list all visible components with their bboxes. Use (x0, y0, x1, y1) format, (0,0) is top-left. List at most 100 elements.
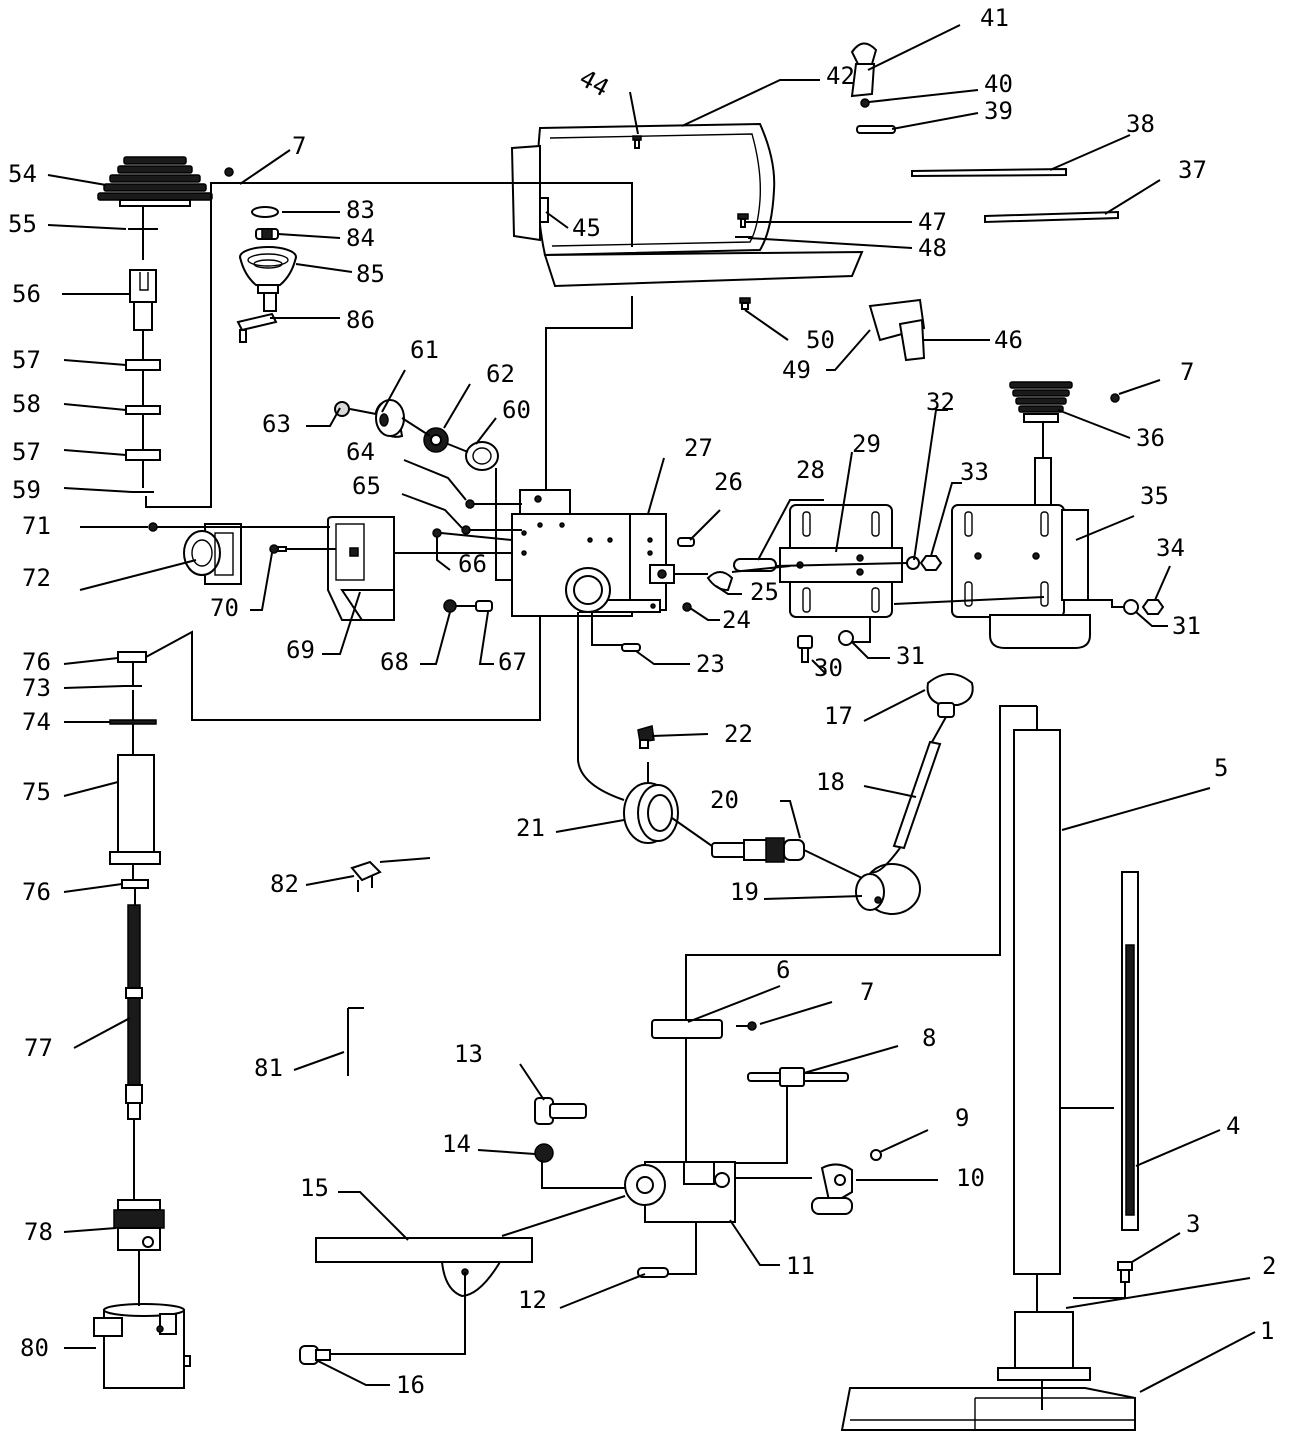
label-p69: 69 (286, 636, 315, 664)
part-table (315, 1237, 533, 1298)
label-p11: 11 (786, 1252, 815, 1280)
label-p68: 68 (380, 648, 409, 676)
part-table-bracket (624, 1161, 736, 1223)
part-ring-83 (251, 206, 279, 218)
label-p19: 19 (730, 878, 759, 906)
part-stop-45 (539, 197, 549, 223)
label-p28: 28 (796, 456, 825, 484)
part-washer-32 (906, 556, 920, 570)
part-motor (951, 457, 1091, 649)
part-chuck-guard (93, 1303, 191, 1389)
part-clip-25 (706, 571, 734, 592)
part-power-plug (350, 857, 431, 892)
label-p56: 56 (12, 280, 41, 308)
label-p44: 44 (575, 64, 614, 102)
label-p20: 20 (710, 786, 739, 814)
label-p27: 27 (684, 434, 713, 462)
part-nut-68 (443, 599, 457, 613)
label-p76a: 76 (22, 648, 51, 676)
part-screw-70 (269, 544, 287, 554)
part-latch-46 (868, 298, 926, 362)
label-p25: 25 (750, 578, 779, 606)
part-crank (811, 1163, 853, 1215)
part-nut-24 (682, 602, 692, 612)
part-set-screw-7a (224, 167, 234, 177)
label-p86: 86 (346, 306, 375, 334)
part-bearing-84 (255, 228, 279, 240)
label-p8: 8 (922, 1024, 936, 1052)
part-washer-74 (109, 719, 157, 725)
part-washer-31b (838, 630, 854, 646)
label-p82: 82 (270, 870, 299, 898)
label-p15: 15 (300, 1174, 329, 1202)
label-p32: 32 (926, 388, 955, 416)
part-rail-37 (984, 210, 1119, 224)
label-p13: 13 (454, 1040, 483, 1068)
label-p7b: 7 (1180, 358, 1194, 386)
label-p74: 74 (22, 708, 51, 736)
label-p62: 62 (486, 360, 515, 388)
label-p66: 66 (458, 550, 487, 578)
label-p18: 18 (816, 768, 845, 796)
label-p70: 70 (210, 594, 239, 622)
label-p77: 77 (24, 1034, 53, 1062)
part-screw-44 (632, 135, 642, 149)
label-p10: 10 (956, 1164, 985, 1192)
label-p61: 61 (410, 336, 439, 364)
part-motor-plate (779, 504, 903, 618)
label-p57a: 57 (12, 346, 41, 374)
label-p48: 48 (918, 234, 947, 262)
part-column-support (997, 1311, 1091, 1381)
part-base (840, 1387, 1136, 1431)
label-p37: 37 (1178, 156, 1207, 184)
label-p26: 26 (714, 468, 743, 496)
part-sleeve-56 (129, 269, 157, 331)
label-p83: 83 (346, 196, 375, 224)
label-p63: 63 (262, 410, 291, 438)
part-screw-64 (465, 499, 475, 509)
part-hex-key (347, 1007, 364, 1076)
label-p9: 9 (955, 1104, 969, 1132)
label-p72: 72 (22, 564, 51, 592)
part-bolt-16 (299, 1345, 331, 1365)
part-collar (651, 1019, 723, 1039)
part-screw-22 (637, 725, 655, 749)
part-screw-3 (1117, 1261, 1133, 1283)
label-p80: 80 (20, 1334, 49, 1362)
label-p59: 59 (12, 476, 41, 504)
part-spring-62 (423, 427, 449, 453)
part-spring-housing-61 (374, 399, 405, 438)
part-bearing-57b (125, 449, 161, 461)
part-shaft-86 (236, 292, 278, 343)
part-spindle (125, 904, 143, 1120)
label-p81: 81 (254, 1054, 283, 1082)
part-switch-72 (183, 523, 242, 585)
label-p2: 2 (1262, 1252, 1276, 1280)
label-p17: 17 (824, 702, 853, 730)
part-spring-housing (623, 782, 679, 844)
part-pinion-shaft (711, 837, 805, 863)
part-pin-23 (621, 643, 641, 652)
part-hub-19 (855, 863, 921, 915)
label-p55: 55 (8, 210, 37, 238)
part-screw-50 (739, 297, 751, 310)
label-p58: 58 (12, 390, 41, 418)
part-screw-71 (148, 522, 158, 532)
label-p78: 78 (24, 1218, 53, 1246)
part-belt-cover (510, 122, 864, 288)
part-screw-65 (461, 525, 471, 535)
label-p65: 65 (352, 472, 381, 500)
label-p23: 23 (696, 650, 725, 678)
label-p29: 29 (852, 430, 881, 458)
label-p45: 45 (572, 214, 601, 242)
part-gear-14 (534, 1143, 554, 1163)
part-bolt-30 (797, 635, 813, 663)
label-p54: 54 (8, 160, 37, 188)
label-p64: 64 (346, 438, 375, 466)
part-screw-47 (737, 213, 749, 228)
label-p24: 24 (722, 606, 751, 634)
label-p42: 42 (826, 62, 855, 90)
part-shaft-67 (475, 600, 493, 612)
label-p76b: 76 (22, 878, 51, 906)
